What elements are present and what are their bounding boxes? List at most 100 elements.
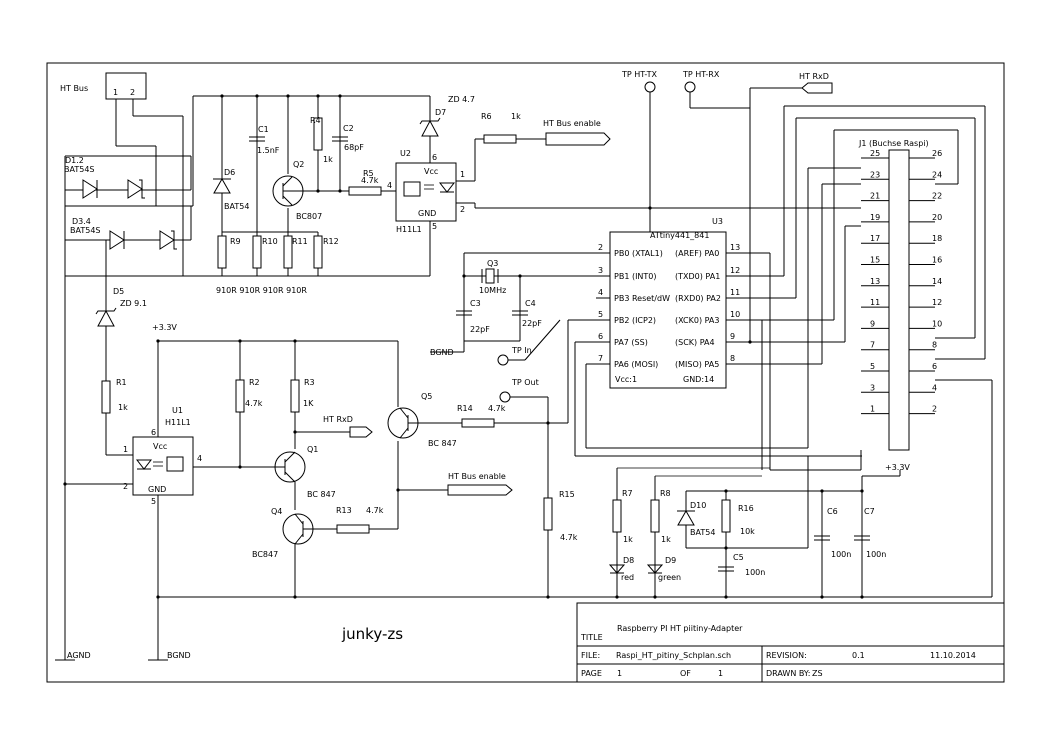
u3-ref: U3 xyxy=(712,217,723,226)
r1-val: 1k xyxy=(118,403,128,412)
svg-text:PB3 Reset/dW: PB3 Reset/dW xyxy=(614,294,670,303)
j1-pin-left: 21 xyxy=(870,192,880,201)
svg-text:1: 1 xyxy=(460,170,465,179)
u1-gnd: GND xyxy=(148,485,166,494)
d7-val: ZD 4.7 xyxy=(448,95,475,104)
j1-pin-right: 14 xyxy=(932,277,942,286)
d10-diode xyxy=(677,509,695,526)
svg-text:PB0 (XTAL1): PB0 (XTAL1) xyxy=(614,249,663,258)
v33-right-label: +3.3V xyxy=(885,463,910,472)
tp-in-point xyxy=(497,354,509,366)
r2-resistor xyxy=(235,379,245,413)
r4-ref: R4 xyxy=(310,116,321,125)
svg-text:PA6 (MOSI): PA6 (MOSI) xyxy=(614,360,658,369)
d34-ref: D3.4 xyxy=(72,217,91,226)
j1-pin-left: 1 xyxy=(870,405,875,414)
agnd-label: AGND xyxy=(67,651,91,660)
d7-ref: D7 xyxy=(435,108,446,117)
q2-transistor xyxy=(272,175,304,207)
c4-val: 22pF xyxy=(522,319,542,328)
r15-ref: R15 xyxy=(559,490,575,499)
r1-ref: R1 xyxy=(116,378,127,387)
bridge-wires xyxy=(64,99,430,277)
c1-val: 1.5nF xyxy=(257,146,280,155)
svg-text:2: 2 xyxy=(598,243,603,252)
r6-ref: R6 xyxy=(481,112,492,121)
ht-bus-enable-port-top xyxy=(545,132,611,146)
r6-val: 1k xyxy=(511,112,521,121)
u1-type: H11L1 xyxy=(165,418,191,427)
c5-val: 100n xyxy=(745,568,765,577)
q3-val: 10MHz xyxy=(479,286,506,295)
q4-transistor xyxy=(282,513,314,545)
svg-text:(RXD0) PA2: (RXD0) PA2 xyxy=(675,294,721,303)
u3-name: ATtiny441_841 xyxy=(650,231,709,240)
svg-text:6: 6 xyxy=(598,332,603,341)
title-block: TITLE Raspberry PI HT piitiny-Adapter FI… xyxy=(576,602,1005,683)
d8-ref: D8 xyxy=(623,556,634,565)
d12-type: BAT54S xyxy=(64,165,94,174)
r7-val: 1k xyxy=(623,535,633,544)
r8-val: 1k xyxy=(661,535,671,544)
r14-val: 4.7k xyxy=(488,404,506,413)
tp-ht-tx-label: TP HT-TX xyxy=(621,70,657,79)
j1-pin-right: 24 xyxy=(932,170,942,179)
c2-ref: C2 xyxy=(343,124,354,133)
r3-ref: R3 xyxy=(304,378,315,387)
u2-ref: U2 xyxy=(400,149,411,158)
r16-val: 10k xyxy=(740,527,755,536)
j1-pin-left: 17 xyxy=(870,234,880,243)
j1-pin-left: 3 xyxy=(870,383,875,392)
j1-pin-right: 2 xyxy=(932,405,937,414)
r6-resistor xyxy=(483,134,517,144)
ht-rxd-port-top xyxy=(801,82,833,94)
r13-val: 4.7k xyxy=(366,506,384,515)
c1-capacitor xyxy=(249,136,265,142)
d6-ref: D6 xyxy=(224,168,235,177)
c7-ref: C7 xyxy=(864,507,875,516)
drawn-by-label: DRAWN BY: xyxy=(766,669,810,678)
r16-ref: R16 xyxy=(738,504,754,513)
d9-led xyxy=(646,564,664,574)
ht-bus-enable-label-top: HT Bus enable xyxy=(543,119,601,128)
r14-ref: R14 xyxy=(457,404,473,413)
svg-text:12: 12 xyxy=(730,266,740,275)
q5-transistor xyxy=(387,407,419,439)
j1-pin-left: 25 xyxy=(870,149,880,158)
page-value: 1 xyxy=(617,669,622,678)
u1-optocoupler xyxy=(132,436,194,496)
c3-ref: C3 xyxy=(470,299,481,308)
page-label: PAGE xyxy=(581,669,602,678)
r1-resistor xyxy=(101,380,111,414)
c7-val: 100n xyxy=(866,550,886,559)
q5-ref: Q5 xyxy=(421,392,432,401)
r2-val: 4.7k xyxy=(245,399,263,408)
date-value: 11.10.2014 xyxy=(930,651,976,660)
d7-zener xyxy=(419,117,441,137)
r4-resistor xyxy=(313,117,323,151)
j1-pin-right: 6 xyxy=(932,362,937,371)
author-note: junky-zs xyxy=(341,625,403,643)
q1-transistor xyxy=(272,451,306,483)
svg-text:4: 4 xyxy=(197,454,202,463)
r3-resistor xyxy=(290,379,300,413)
q1-ref: Q1 xyxy=(307,445,318,454)
c4-ref: C4 xyxy=(525,299,536,308)
c2-val: 68pF xyxy=(344,143,364,152)
d6-diode xyxy=(213,177,231,194)
j1-pin-left: 9 xyxy=(870,319,875,328)
j1-pin-right: 10 xyxy=(932,319,942,328)
svg-text:4: 4 xyxy=(598,288,603,297)
tp-ht-tx-point xyxy=(644,81,656,93)
j1-pin-right: 22 xyxy=(932,192,942,201)
j1-label: J1 (Buchse Raspi) xyxy=(858,139,929,148)
r15-resistor xyxy=(543,497,553,531)
r9-resistor xyxy=(217,235,227,269)
j1-pin-right: 8 xyxy=(932,341,937,350)
r10-resistor xyxy=(252,235,262,269)
j1-pin-right: 18 xyxy=(932,234,942,243)
r12-resistor xyxy=(313,235,323,269)
ht-bus-enable-label-mid: HT Bus enable xyxy=(448,472,506,481)
d6-type: BAT54 xyxy=(224,202,249,211)
r8-resistor xyxy=(650,499,660,533)
